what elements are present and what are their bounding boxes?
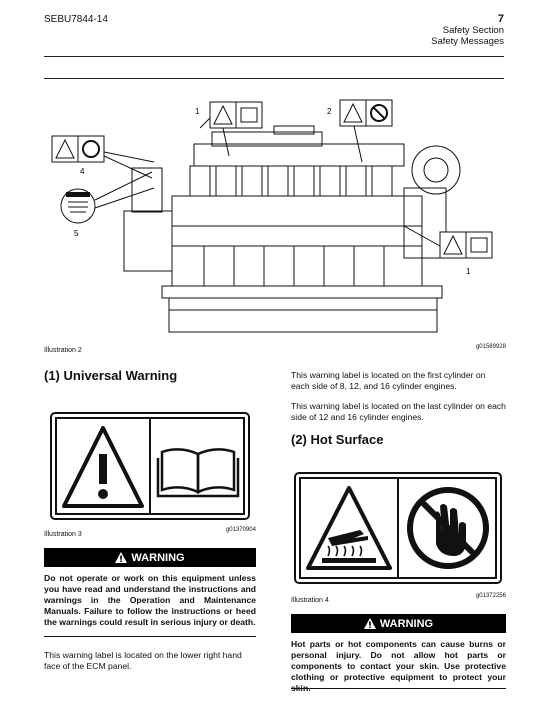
label-hot-surface — [339, 99, 393, 163]
no-touch-icon — [407, 487, 489, 569]
hot-surface-heading: (2) Hot Surface — [291, 432, 384, 447]
label-universal-warning-top — [199, 101, 263, 157]
hot-surface-label-image — [294, 472, 502, 584]
page-header-right: 7 Safety Section Safety Messages — [431, 13, 504, 48]
illustration-4-caption: Illustration 4 — [291, 597, 329, 604]
page-number: 7 — [497, 13, 504, 25]
callout-4: 4 — [80, 167, 85, 176]
universal-warning-label: WARNING — [131, 551, 185, 564]
section-title: Safety Section — [442, 25, 504, 36]
subsection-title: Safety Messages — [431, 36, 504, 47]
illustration-4-id: g01372256 — [475, 593, 506, 599]
callout-1-right: 1 — [466, 267, 471, 276]
universal-warning-heading: (1) Universal Warning — [44, 368, 178, 383]
label-5 — [60, 171, 155, 224]
illustration-3-id: g01370904 — [225, 527, 256, 533]
universal-warning-text: Do not operate or work on this equipment… — [44, 573, 256, 627]
header-rule-bottom — [44, 78, 504, 79]
hot-surface-warning-banner: WARNING — [291, 614, 506, 633]
universal-warning-rule — [44, 636, 256, 637]
label-4 — [51, 135, 155, 179]
universal-warning-location: This warning label is located on the low… — [44, 650, 242, 671]
header-rule-top — [44, 56, 504, 57]
hot-surface-hand-icon — [322, 530, 376, 563]
engine-illustration: 1 2 1 4 5 — [51, 99, 493, 333]
illustration-3-caption: Illustration 3 — [44, 531, 82, 538]
label-universal-warning-right — [403, 225, 493, 259]
illustration-2-caption: Illustration 2 — [44, 347, 82, 354]
warning-triangle-icon — [363, 618, 376, 629]
callout-5: 5 — [74, 229, 79, 238]
universal-warning-banner: WARNING — [44, 548, 256, 567]
hot-surface-warning-rule — [291, 688, 506, 689]
document-id: SEBU7844-14 — [44, 14, 108, 25]
callout-1-top: 1 — [195, 107, 200, 116]
location-paragraph-1: This warning label is located on the fir… — [291, 370, 486, 391]
hot-surface-warning-text: Hot parts or hot components can cause bu… — [291, 639, 506, 693]
warning-triangle-icon — [115, 552, 128, 563]
universal-warning-label-image — [50, 412, 250, 520]
illustration-2-id: g01589928 — [475, 344, 506, 350]
callout-2: 2 — [327, 107, 332, 116]
hot-surface-warning-label: WARNING — [379, 617, 434, 630]
location-paragraph-2: This warning label is located on the las… — [291, 401, 506, 422]
